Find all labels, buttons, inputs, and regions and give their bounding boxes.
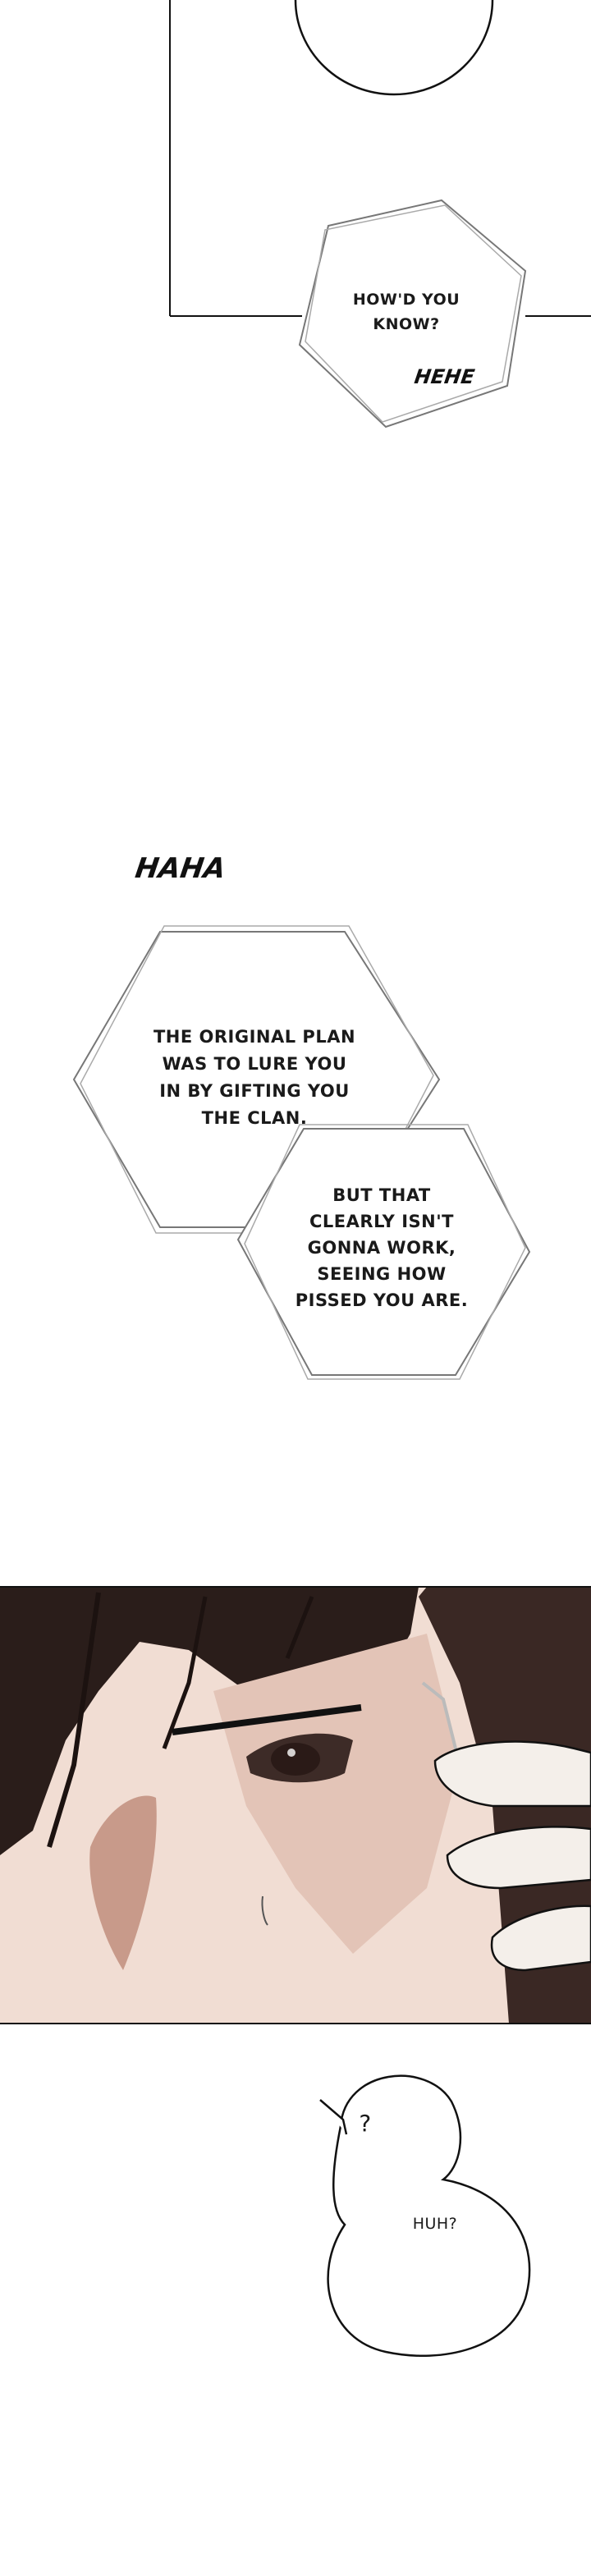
blush-shape <box>89 1795 157 1970</box>
eyebrow <box>172 1704 362 1735</box>
hexagon-bubble-top <box>298 199 527 429</box>
hair-shape <box>0 1587 419 1855</box>
speech-text-question-mark: ? <box>359 2110 372 2137</box>
finger-1 <box>433 1740 591 1808</box>
hexagon-bubble-but-that <box>236 1124 531 1380</box>
middle-panel-art <box>72 925 531 1380</box>
speech-text-original-plan: THE ORIGINAL PLAN WAS TO LURE YOU IN BY … <box>153 1027 356 1128</box>
close-up-illustration <box>0 1586 591 2024</box>
round-speech-bubble-top <box>294 0 494 96</box>
double-round-speech-bubble <box>319 2074 531 2358</box>
speech-text-but-that: BUT THAT CLEARLY ISN'T GONNA WORK, SEEIN… <box>295 1185 469 1310</box>
speech-text-huh: HUH? <box>412 2215 458 2233</box>
speech-text-howd-you-know: HOW'D YOU KNOW? <box>352 291 460 333</box>
top-panel-art <box>169 0 591 429</box>
